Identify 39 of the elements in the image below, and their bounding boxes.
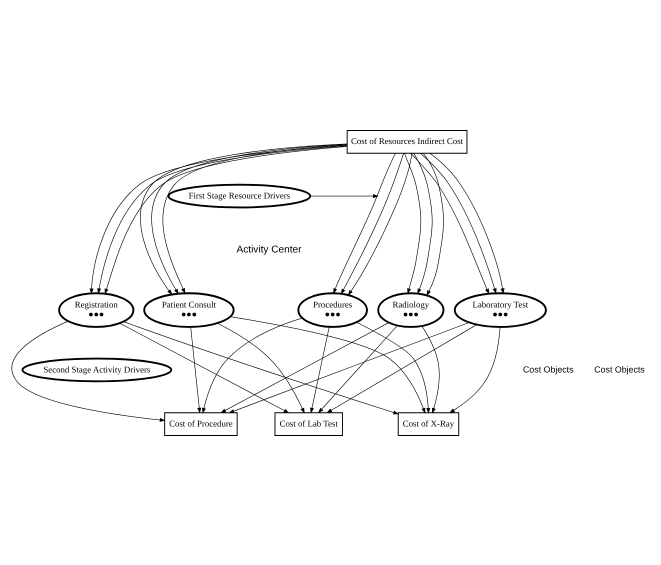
node-ellipse: Second Stage Activity Drivers xyxy=(22,357,172,382)
node-ellipse: Registration ●●● xyxy=(58,292,134,328)
arrow xyxy=(310,326,330,413)
node-box: Cost of Lab Test xyxy=(274,412,343,436)
arrow xyxy=(449,326,500,413)
arrow xyxy=(190,326,202,413)
arrow xyxy=(202,317,303,414)
label: Cost Objects xyxy=(523,364,574,374)
arrow xyxy=(12,320,166,422)
arrow xyxy=(326,324,477,413)
arrow xyxy=(123,320,399,414)
arrow xyxy=(414,152,432,294)
arrow xyxy=(420,152,497,294)
arrow xyxy=(410,152,490,294)
arrow xyxy=(310,194,379,198)
arrow xyxy=(422,152,444,296)
label: Cost Objects xyxy=(594,364,645,374)
node-box: Cost of X-Ray xyxy=(398,412,460,436)
arrow xyxy=(404,152,422,294)
arrow xyxy=(340,152,404,294)
arrow xyxy=(430,152,504,294)
arrow xyxy=(333,152,396,294)
arrow xyxy=(348,152,412,296)
arrow xyxy=(120,322,290,413)
node-ellipse: Patient Consult ●●● xyxy=(143,292,235,328)
node-ellipse: Laboratory Test ●●● xyxy=(454,292,547,328)
arrow xyxy=(220,322,390,413)
arrow xyxy=(422,325,440,414)
arrow xyxy=(356,322,430,414)
arrow xyxy=(217,322,305,414)
arrow xyxy=(318,324,398,413)
node-box: Cost of Resources Indirect Cost xyxy=(346,130,468,154)
node-ellipse: Radiology ●●● xyxy=(377,292,444,328)
label: Activity Center xyxy=(236,244,302,256)
node-box: Cost of Procedure xyxy=(164,412,238,436)
arrow xyxy=(230,316,426,414)
node-ellipse: Procedures ●●● xyxy=(297,292,368,328)
arrow xyxy=(228,322,470,413)
node-ellipse: First Stage Resource Drivers xyxy=(168,183,312,208)
